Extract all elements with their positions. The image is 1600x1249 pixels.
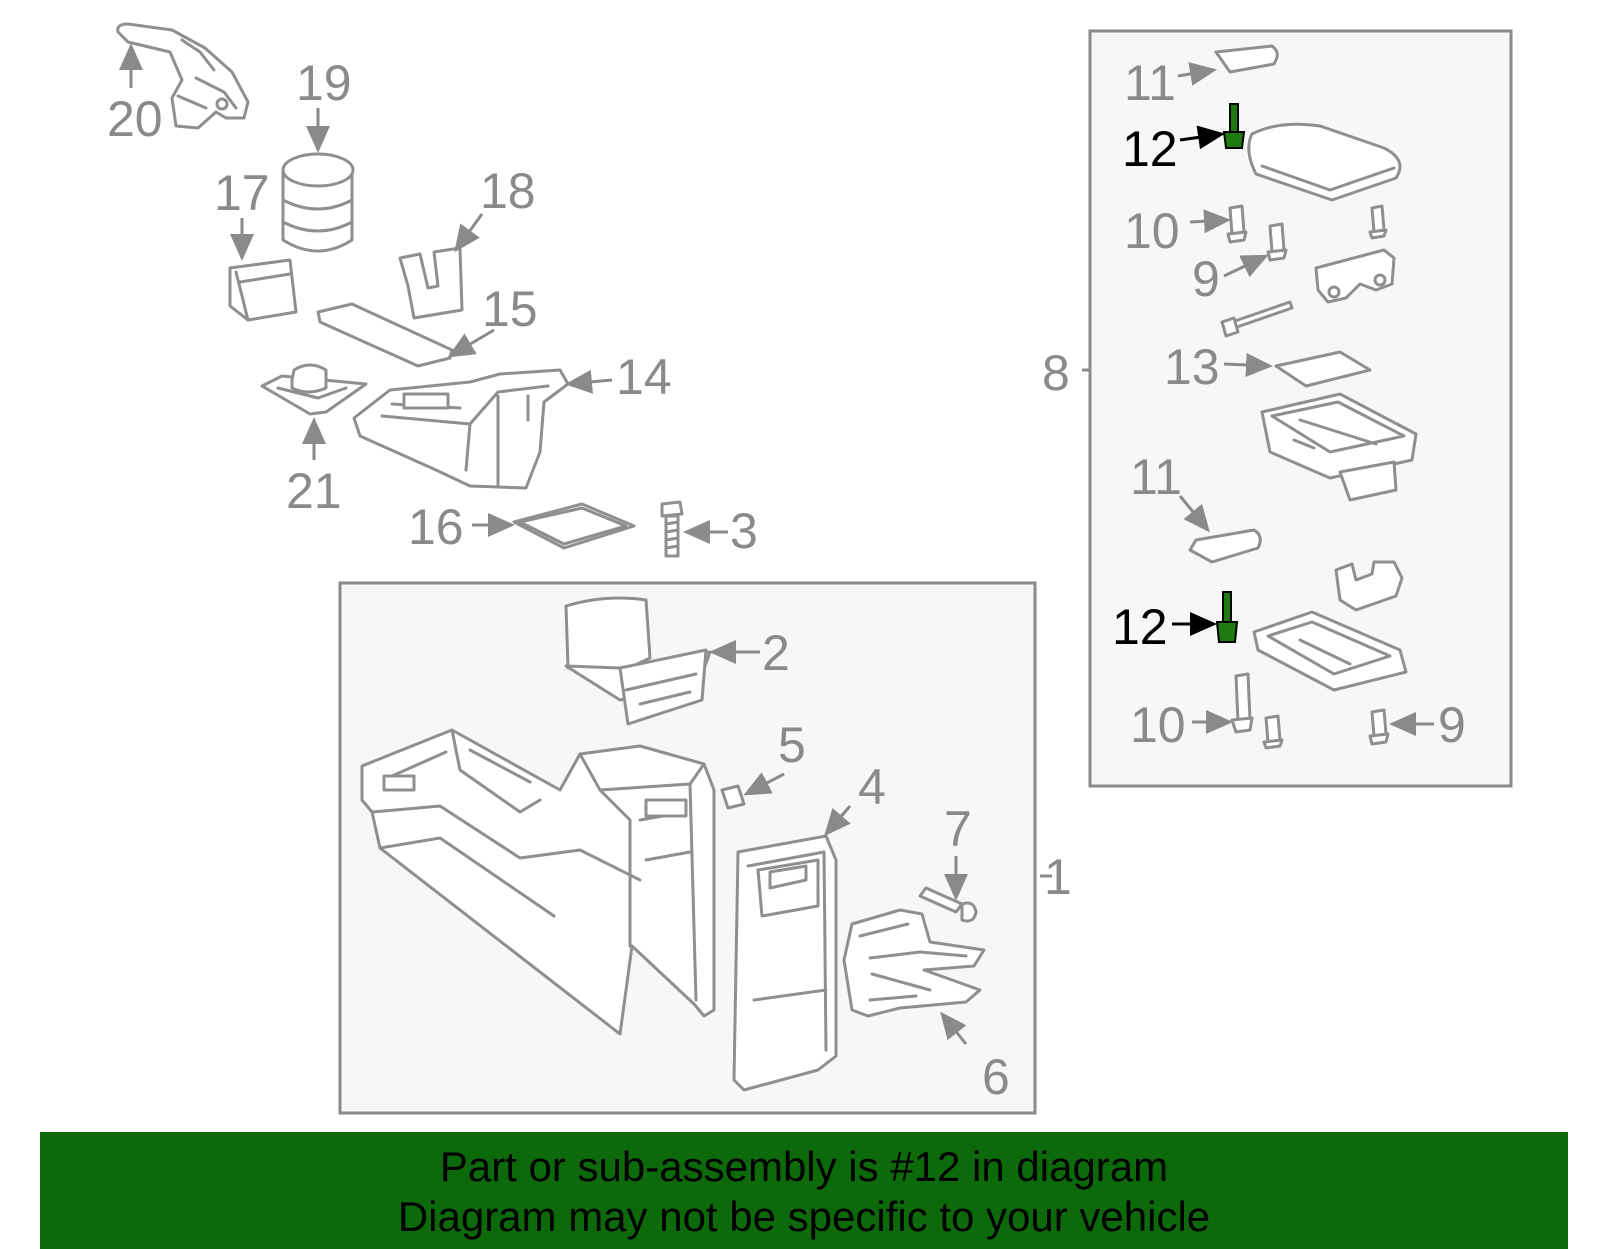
part-10-pin-lower — [1230, 672, 1254, 734]
callout-7: 7 — [944, 801, 972, 857]
part-21-shift-boot — [260, 363, 368, 416]
info-banner: Part or sub-assembly is #12 in diagram D… — [40, 1132, 1568, 1249]
part-1-console-body — [360, 728, 716, 1036]
part-pin-right — [1368, 204, 1388, 240]
part-15-mat — [316, 302, 454, 368]
part-9-screw-lower — [1368, 708, 1390, 746]
callout-16: 16 — [408, 499, 464, 555]
part-base-frame — [1252, 610, 1408, 692]
part-11-clip-lower — [1188, 528, 1262, 564]
callout-19: 19 — [296, 55, 352, 111]
part-hook-bracket — [1334, 560, 1404, 612]
part-8-armrest-lid — [1247, 122, 1402, 202]
part-16-mat — [512, 502, 636, 550]
callout-11-lower: 11 — [1130, 449, 1182, 505]
callout-14: 14 — [616, 349, 672, 405]
part-18-clip — [398, 246, 464, 320]
part-long-pin — [1220, 300, 1294, 338]
callout-3: 3 — [730, 503, 758, 559]
callout-10-lower: 10 — [1130, 697, 1186, 753]
callout-9-upper: 9 — [1192, 251, 1220, 307]
part-11-clip-upper — [1214, 44, 1279, 74]
callout-20: 20 — [107, 91, 163, 147]
banner-line-1: Part or sub-assembly is #12 in diagram — [439, 1143, 1169, 1190]
callout-2: 2 — [762, 625, 790, 681]
part-17-bracket — [228, 258, 298, 322]
callout-9-lower: 9 — [1438, 697, 1466, 753]
callout-8: 8 — [1042, 345, 1070, 401]
callout-5: 5 — [778, 717, 806, 773]
part-10-pin-upper — [1226, 204, 1248, 244]
part-6-bracket — [842, 908, 986, 1018]
callout-12-upper: 12 — [1122, 121, 1178, 177]
callout-21: 21 — [286, 463, 342, 519]
banner-line-2: Diagram may not be specific to your vehi… — [397, 1193, 1211, 1240]
part-hinge-bracket — [1314, 248, 1396, 304]
part-13-pad — [1274, 350, 1372, 388]
part-20-brake-lever — [116, 22, 250, 130]
part-4-rear-panel — [732, 834, 838, 1092]
part-12-screw-lower — [1215, 591, 1239, 643]
callout-11-upper: 11 — [1124, 55, 1176, 111]
callout-10-upper: 10 — [1124, 203, 1180, 259]
callout-4: 4 — [858, 759, 886, 815]
part-screw-lower-mid — [1262, 714, 1284, 750]
part-5-clip — [720, 784, 746, 810]
callout-1: 1 — [1044, 849, 1072, 905]
callout-18: 18 — [480, 163, 536, 219]
part-12-screw-upper — [1222, 103, 1246, 149]
part-14-console-panel — [352, 368, 570, 490]
part-9-screw-upper — [1266, 222, 1288, 262]
callout-12-lower: 12 — [1112, 599, 1168, 655]
callout-6: 6 — [982, 1049, 1010, 1105]
callout-15: 15 — [482, 281, 538, 337]
callout-17: 17 — [214, 165, 270, 221]
part-3-bolt — [660, 500, 684, 558]
part-19-cup-holder — [281, 152, 355, 253]
part-console-tray — [1260, 392, 1418, 502]
part-2-storage-box — [564, 596, 712, 726]
callout-13: 13 — [1164, 339, 1220, 395]
